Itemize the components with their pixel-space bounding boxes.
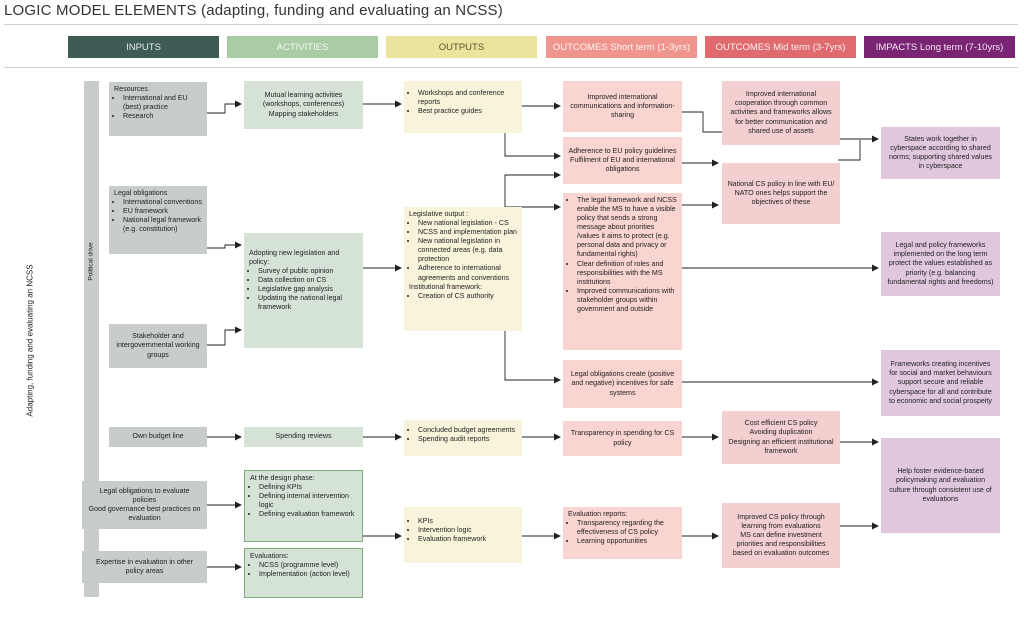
output-budget: Concluded budget agreements Spending aud… xyxy=(404,420,522,456)
impact-legal-policy: Legal and policy frameworks implemented … xyxy=(881,232,1000,296)
title-divider xyxy=(4,24,1018,25)
header-inputs: INPUTS xyxy=(68,36,219,58)
outcome-national-policy: National CS policy in line with EU/ NATO… xyxy=(722,163,840,224)
input-stakeholder: Stakeholder and intergovernmental workin… xyxy=(109,324,207,368)
outcome-evaluation-reports: Evaluation reports: Transparency regardi… xyxy=(563,507,682,559)
output-legislative: Legislative output : New national legisl… xyxy=(404,207,522,331)
impact-states: States work together in cyberspace accor… xyxy=(881,127,1000,179)
input-legal-evaluation: Legal obligations to evaluate policies G… xyxy=(82,481,207,529)
activity-evaluations: Evaluations: NCSS (programme level) Impl… xyxy=(244,548,363,598)
outcome-incentives: Legal obligations create (positive and n… xyxy=(563,360,682,408)
outcome-legal-framework: The legal framework and NCSS enable the … xyxy=(563,193,682,350)
activity-design-phase: At the design phase: Defining KPIs Defin… xyxy=(244,470,363,542)
page-title: LOGIC MODEL ELEMENTS (adapting, funding … xyxy=(4,2,503,19)
input-legal-obligations: Legal obligations International conventi… xyxy=(109,186,207,254)
impact-evidence: Help foster evidence-based policymaking … xyxy=(881,438,1000,533)
outcome-improved-policy: Improved CS policy through learning from… xyxy=(722,503,840,568)
activity-legislation: Adopting new legislation and policy: Sur… xyxy=(244,233,363,348)
header-outputs: OUTPUTS xyxy=(386,36,537,58)
impact-frameworks: Frameworks creating incentives for socia… xyxy=(881,350,1000,416)
header-activities: ACTIVITIES xyxy=(227,36,378,58)
outcome-adherence: Adherence to EU policy guidelines Fulfil… xyxy=(563,137,682,184)
output-workshops: Workshops and conference reports Best pr… xyxy=(404,81,522,133)
outcome-transparency: Transparency in spending for CS policy xyxy=(563,421,682,456)
outcome-improved-communications: Improved international communications an… xyxy=(563,81,682,132)
output-kpis: KPIs Intervention logic Evaluation frame… xyxy=(404,507,522,563)
header-divider xyxy=(4,67,1018,68)
outcome-cost-efficient: Cost efficient CS policy Avoiding duplic… xyxy=(722,411,840,464)
activity-mutual-learning: Mutual learning activities (workshops, c… xyxy=(244,81,363,129)
activity-spending-reviews: Spending reviews xyxy=(244,427,363,447)
header-outcomes-mid: OUTCOMES Mid term (3-7yrs) xyxy=(705,36,856,58)
header-impacts: IMPACTS Long term (7-10yrs) xyxy=(864,36,1015,58)
input-resources: Resources International and EU (best) pr… xyxy=(109,82,207,136)
input-budget: Own budget line xyxy=(109,427,207,447)
political-drive-bar xyxy=(84,81,99,597)
header-outcomes-short: OUTCOMES Short term (1-3yrs) xyxy=(546,36,697,58)
input-expertise: Expertise in evaluation in other policy … xyxy=(82,551,207,583)
outcome-cooperation: Improved international cooperation throu… xyxy=(722,81,840,145)
